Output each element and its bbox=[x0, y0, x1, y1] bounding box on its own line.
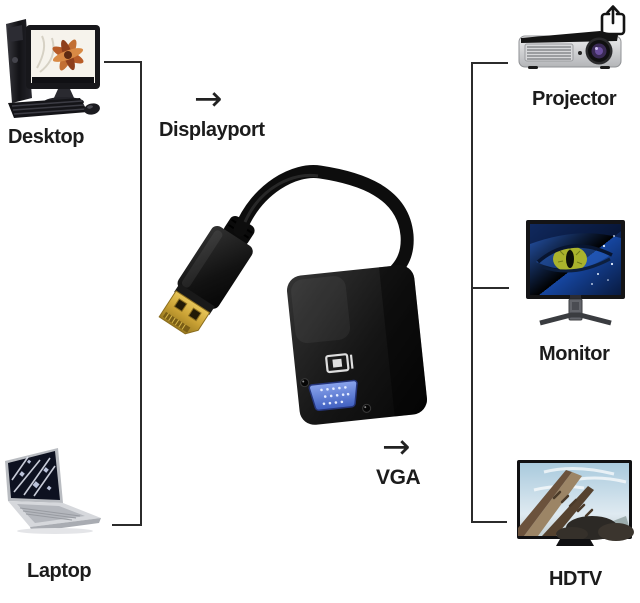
desktop-computer-image bbox=[6, 19, 100, 118]
vga-label: VGA bbox=[376, 466, 421, 489]
desktop-label: Desktop bbox=[8, 126, 85, 148]
displayport-arrow-icon: → bbox=[194, 79, 223, 119]
left-bracket-top-line bbox=[104, 61, 142, 63]
vga-connector bbox=[286, 265, 428, 425]
right-bracket-bottom-line bbox=[471, 521, 507, 523]
left-bracket-bottom-line bbox=[112, 524, 142, 526]
projector-image bbox=[518, 31, 622, 69]
vga-arrow-icon: → bbox=[382, 427, 411, 467]
laptop-image bbox=[5, 448, 101, 534]
displayport-to-vga-adapter-photo bbox=[158, 165, 428, 425]
monitor-label: Monitor bbox=[539, 343, 610, 365]
monitor-glyph-icon bbox=[325, 353, 354, 374]
adapter-cable bbox=[233, 165, 414, 289]
right-bracket-vertical-line bbox=[471, 62, 473, 523]
left-bracket-vertical-line bbox=[140, 61, 142, 526]
right-bracket-top-line bbox=[471, 62, 508, 64]
laptop-label: Laptop bbox=[27, 560, 92, 582]
hdtv-image bbox=[517, 460, 634, 546]
displayport-label: Displayport bbox=[159, 119, 265, 141]
projector-label: Projector bbox=[532, 88, 617, 110]
hdtv-label: HDTV bbox=[549, 568, 602, 590]
screw-holes bbox=[300, 378, 372, 413]
monitor-image bbox=[526, 220, 625, 326]
right-bracket-middle-line bbox=[471, 287, 509, 289]
vga-port bbox=[308, 379, 358, 412]
displayport-connector bbox=[158, 215, 255, 335]
